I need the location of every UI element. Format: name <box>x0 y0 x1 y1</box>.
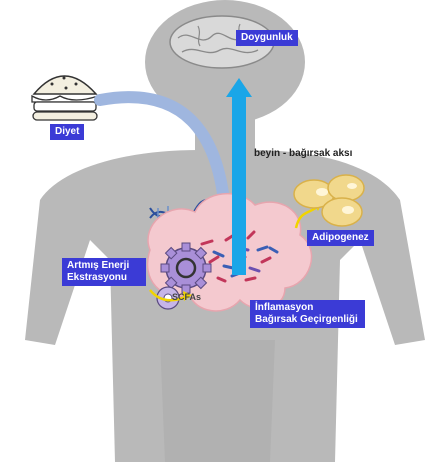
artmis-enerji-line1: Artmış Enerji <box>67 260 141 272</box>
diyet-label: Diyet <box>50 124 84 140</box>
inflamasyon-label: İnflamasyon Bağırsak Geçirgenliği <box>250 300 365 328</box>
artmis-enerji-line2: Ekstrasyonu <box>67 272 141 284</box>
adipogenez-label: Adipogenez <box>307 230 374 246</box>
scfa-label: SCFAs <box>172 292 201 302</box>
beyin-bagirsak-label: beyin - bağırsak aksı <box>254 148 352 159</box>
inflamasyon-line2: Bağırsak Geçirgenliği <box>255 314 360 326</box>
doygunluk-label: Doygunluk <box>236 30 298 46</box>
inflamasyon-line1: İnflamasyon <box>255 302 360 314</box>
burger-icon <box>32 76 98 120</box>
artmis-enerji-label: Artmış Enerji Ekstrasyonu <box>62 258 146 286</box>
